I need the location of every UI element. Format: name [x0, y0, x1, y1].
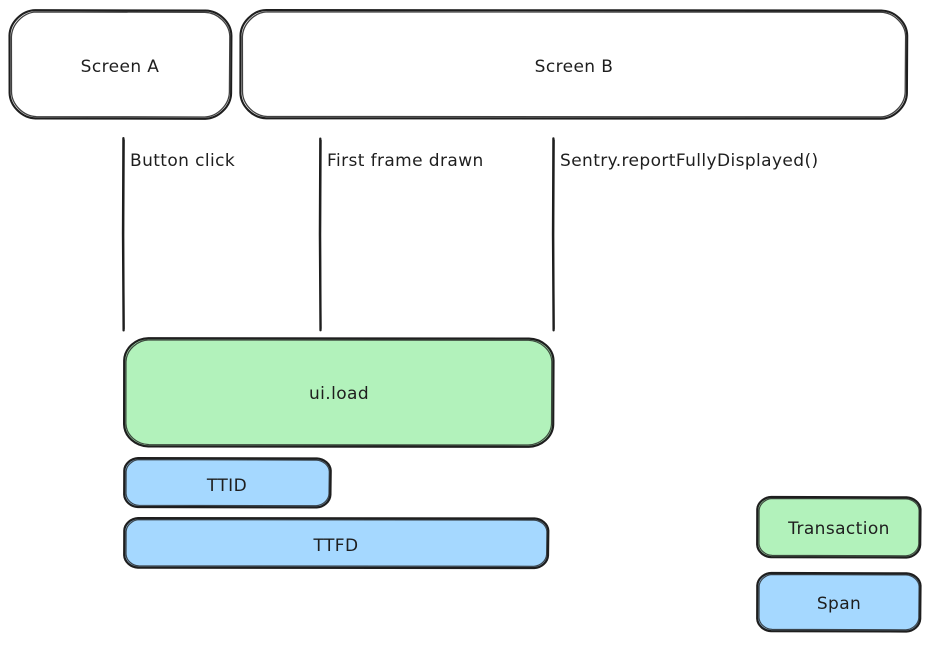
- bar-label-ui-load: ui.load: [308, 384, 370, 404]
- bar-label-ttfd: TTFD: [313, 536, 359, 556]
- screen-b-box[interactable]: [239, 9, 909, 120]
- screen-a-box[interactable]: [8, 9, 233, 120]
- marker-line-first-frame-drawn: [318, 137, 322, 332]
- screen-b-label: Screen B: [534, 57, 614, 77]
- marker-label-first-frame-drawn: First frame drawn: [327, 151, 484, 171]
- legend-label-transaction: Transaction: [788, 519, 890, 539]
- bar-label-ttid: TTID: [206, 476, 248, 496]
- legend-transaction-shape[interactable]: [756, 495, 922, 559]
- legend-label-span: Span: [816, 594, 862, 614]
- bar-ttid-shape[interactable]: [123, 457, 332, 509]
- legend-span-shape[interactable]: [756, 571, 922, 633]
- bar-ttfd-shape[interactable]: [123, 517, 550, 570]
- marker-label-button-click: Button click: [130, 151, 236, 171]
- marker-line-report-fully-displayed: [551, 137, 555, 332]
- marker-line-button-click: [121, 137, 125, 332]
- marker-label-report-fully-displayed: Sentry.reportFullyDisplayed(): [560, 151, 819, 171]
- bar-ui-load-shape[interactable]: [123, 337, 555, 448]
- screen-a-label: Screen A: [80, 57, 160, 77]
